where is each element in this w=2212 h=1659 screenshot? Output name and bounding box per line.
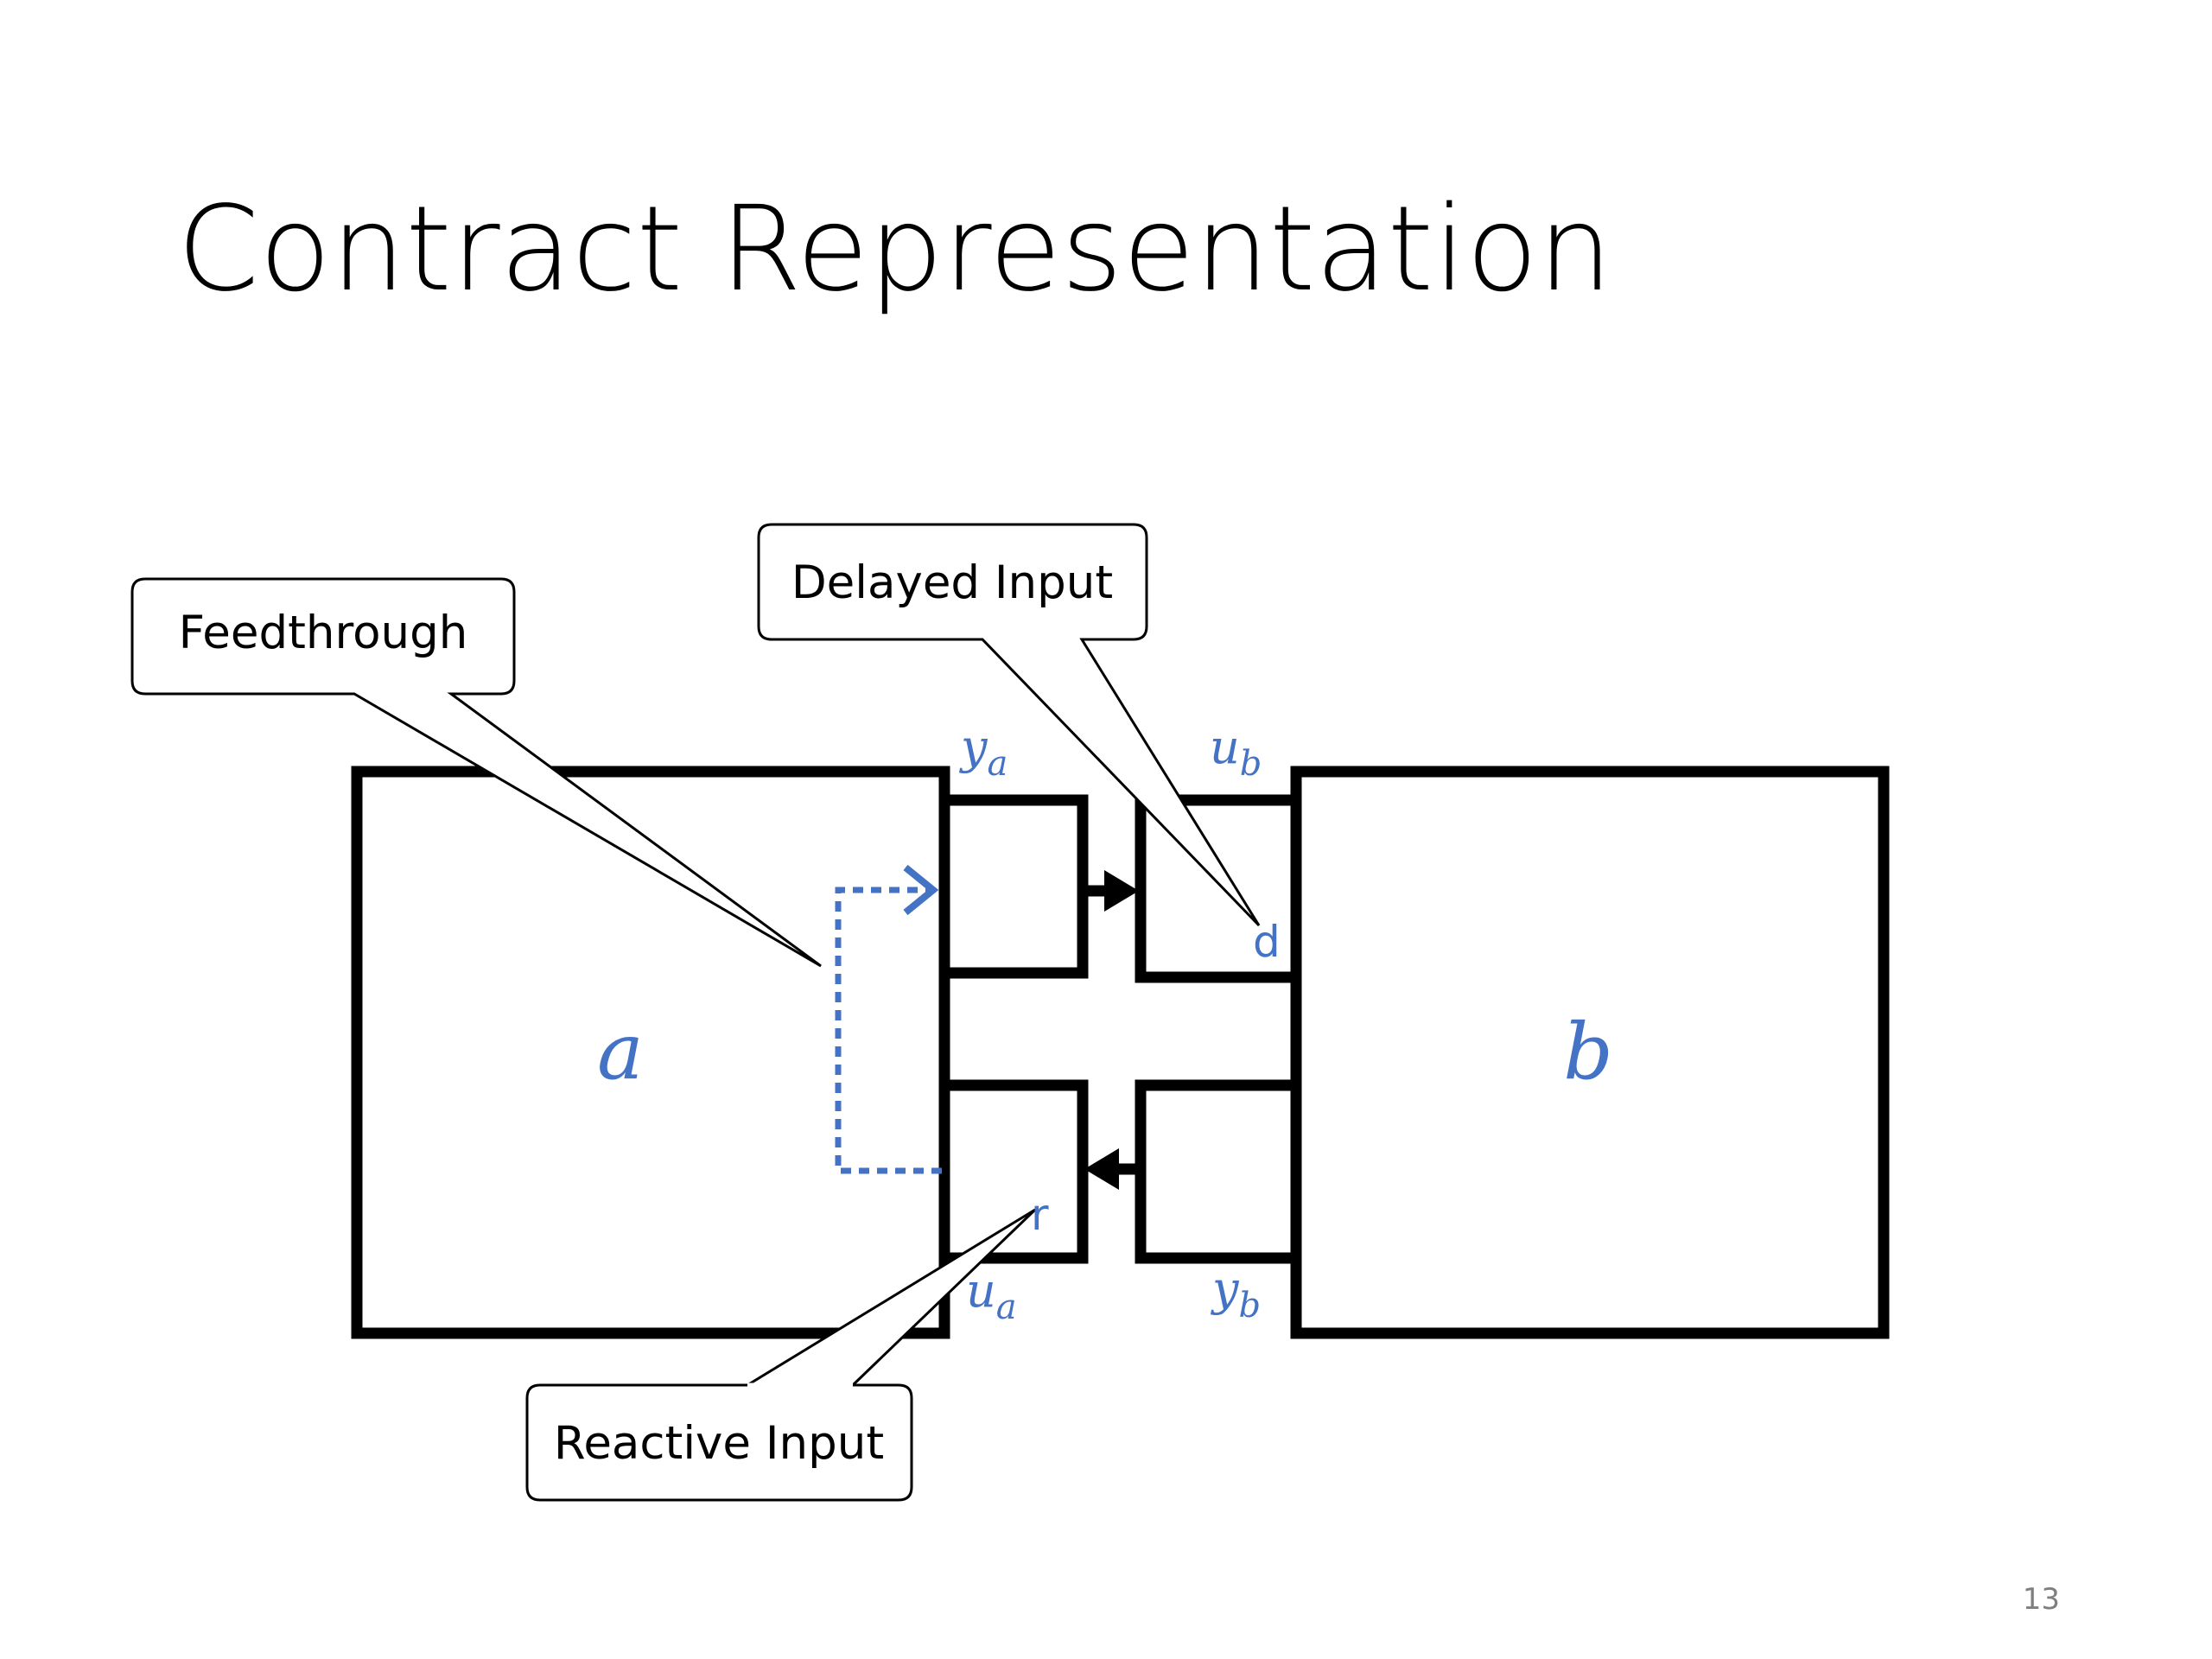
callout-reactive-input: Reactive Input xyxy=(525,1208,1037,1502)
callout-feedthrough: Feedthrough xyxy=(130,577,822,968)
callout-delayed-input-label: Delayed Input xyxy=(791,556,1113,609)
block-a-label: a xyxy=(597,1007,644,1097)
block-b-label: b xyxy=(1563,1007,1613,1097)
feedthrough-path xyxy=(835,864,942,1174)
port-ua-label: ua xyxy=(966,1263,1017,1327)
page-title: Contract Representation xyxy=(177,181,1612,318)
port-ub-label: ub xyxy=(1210,720,1262,784)
callout-feedthrough-label: Feedthrough xyxy=(179,607,468,659)
port-ub-box xyxy=(1135,794,1302,983)
arrow-ya-to-ub xyxy=(1083,870,1139,912)
port-r-label: r xyxy=(1031,1190,1049,1240)
port-d-label: d xyxy=(1253,917,1281,967)
port-ya-label: ya xyxy=(959,720,1007,784)
port-yb-label: yb xyxy=(1211,1262,1261,1325)
callout-delayed-input: Delayed Input xyxy=(757,523,1261,927)
block-b xyxy=(1290,766,1890,1339)
callout-reactive-input-label: Reactive Input xyxy=(554,1417,884,1470)
block-a xyxy=(351,766,950,1339)
arrow-yb-to-ua xyxy=(1084,1148,1141,1190)
port-yb-box xyxy=(1135,1079,1302,1264)
port-ya-box xyxy=(938,794,1089,979)
page-number: 13 xyxy=(2023,1582,2060,1617)
